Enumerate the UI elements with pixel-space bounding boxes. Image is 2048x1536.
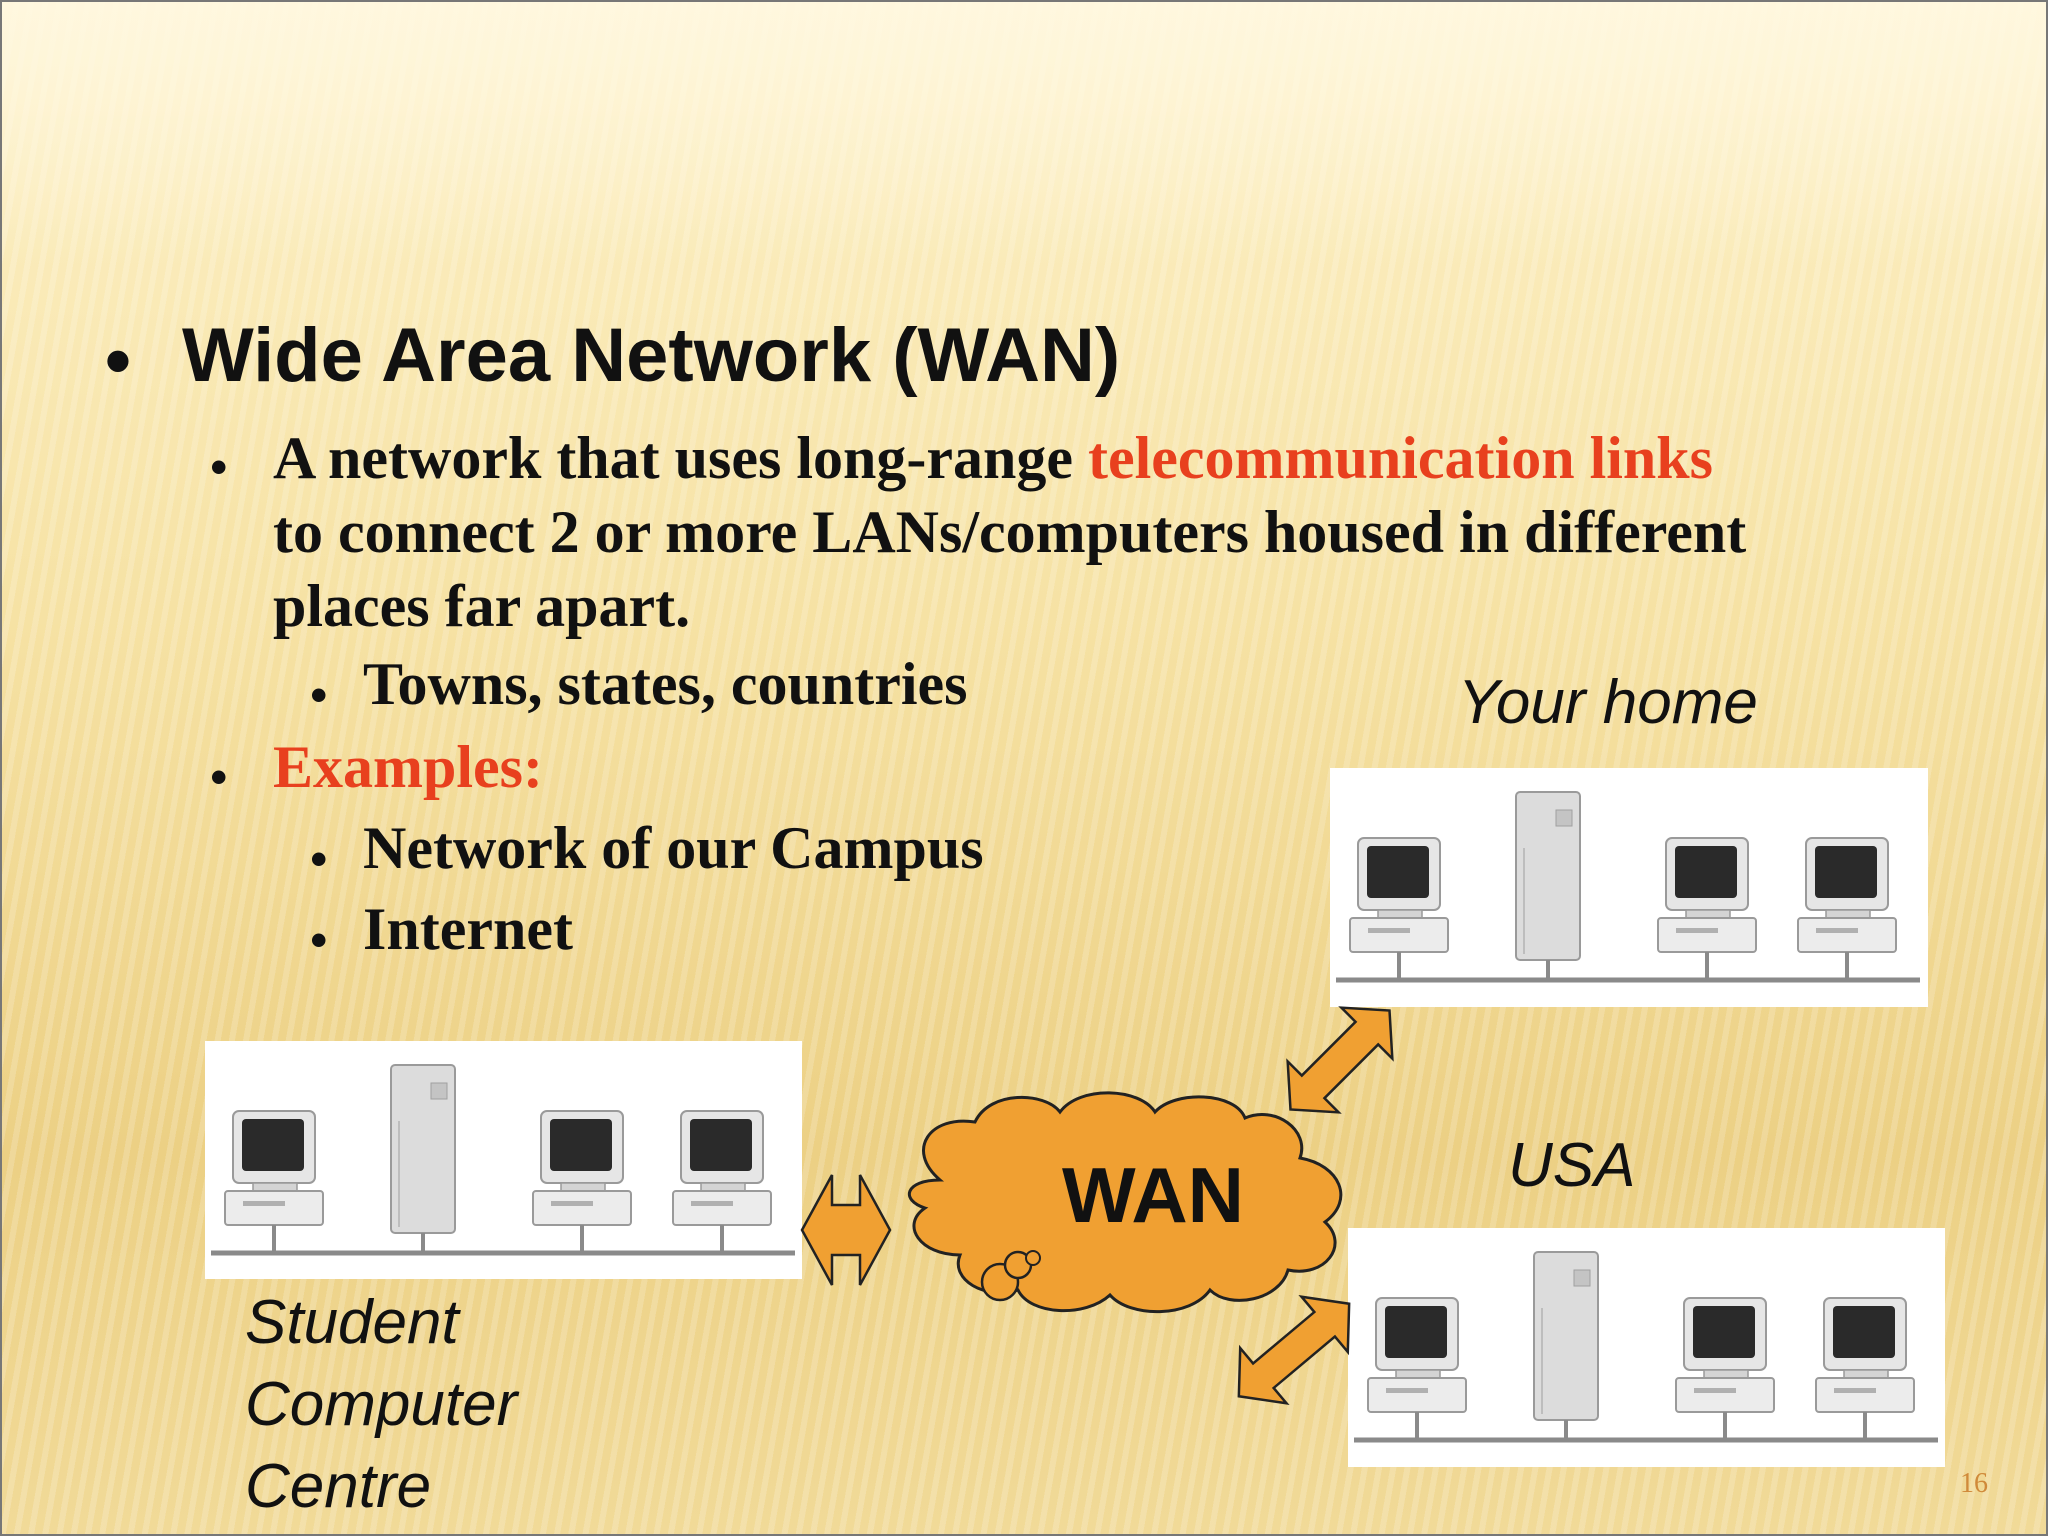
double-arrow-icon: [800, 1174, 892, 1286]
lan-panel-home: [1330, 768, 1928, 1007]
lan-drawing: [1336, 791, 1920, 983]
slide-title: Wide Area Network (WAN): [182, 313, 1121, 398]
places-item: Towns, states, countries: [363, 651, 968, 717]
example-bullet: •: [310, 912, 328, 968]
computer-icon: [1815, 1297, 1915, 1438]
label-usa: USA: [1508, 1131, 1636, 1200]
computer-icon: [1367, 1297, 1467, 1438]
examples-bullet: •: [210, 749, 228, 805]
definition-line-3: places far apart.: [273, 573, 691, 639]
wan-cloud-label: WAN: [1062, 1151, 1244, 1239]
example-item-campus: Network of our Campus: [363, 815, 984, 881]
label-student-computer-centre: Student Computer Centre: [245, 1282, 517, 1528]
computer-icon: [1349, 837, 1449, 978]
cloud-icon: [907, 1091, 1343, 1314]
computer-icon: [1675, 1297, 1775, 1438]
lan-panel-student-centre: [205, 1041, 802, 1279]
lan-drawing: [211, 1064, 795, 1256]
double-arrow-icon: [1286, 1006, 1394, 1114]
highlight-telecom-links: telecommunication links: [1088, 425, 1714, 491]
computer-icon: [1797, 837, 1897, 978]
example-bullet: •: [310, 831, 328, 887]
computer-icon: [224, 1110, 324, 1251]
double-arrow-icon: [1237, 1294, 1351, 1406]
label-line: Computer: [245, 1370, 518, 1439]
cloud-bubble: [1025, 1250, 1041, 1266]
server-tower-icon: [1533, 1251, 1599, 1438]
examples-heading: Examples:: [273, 734, 543, 800]
title-bullet: •: [105, 319, 131, 402]
computer-icon: [1657, 837, 1757, 978]
label-line: Student: [245, 1288, 459, 1357]
computer-icon: [672, 1110, 772, 1251]
label-your-home: Your home: [1458, 668, 1758, 737]
background-top-fade: [0, 0, 2048, 260]
places-bullet: •: [310, 667, 328, 723]
definition-line-2: to connect 2 or more LANs/computers hous…: [273, 499, 1747, 565]
server-tower-icon: [1515, 791, 1581, 978]
computer-icon: [532, 1110, 632, 1251]
label-line: Centre: [245, 1452, 432, 1521]
definition-text: A network that uses long-range: [273, 425, 1089, 491]
page-number: 16: [1960, 1468, 1988, 1499]
lan-drawing: [1354, 1251, 1938, 1443]
definition-line-1: A network that uses long-range telecommu…: [273, 424, 1713, 493]
example-item-internet: Internet: [363, 896, 573, 962]
definition-bullet: •: [210, 439, 228, 495]
server-tower-icon: [390, 1064, 456, 1251]
lan-panel-usa: [1348, 1228, 1945, 1467]
